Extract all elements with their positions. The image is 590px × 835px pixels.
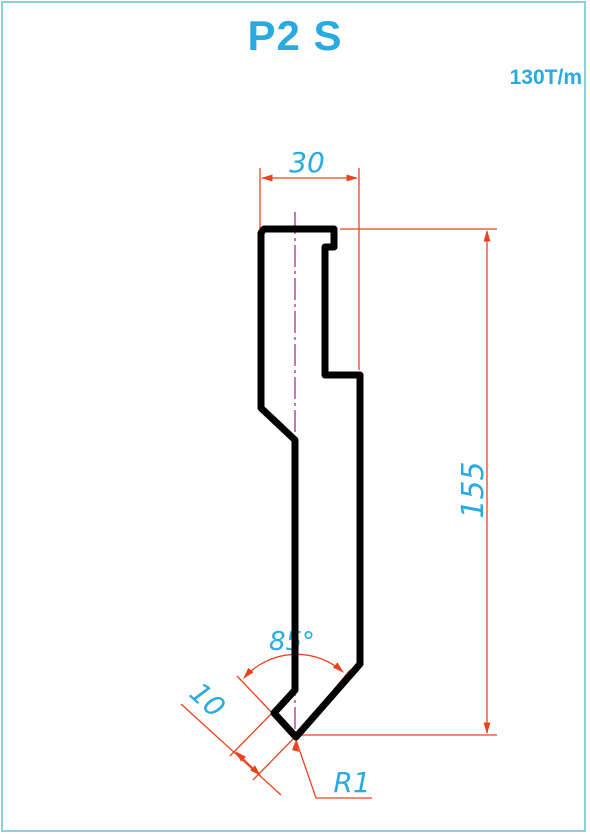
radius-leader-arrow (292, 740, 299, 752)
tip-length-label: 10 (183, 676, 232, 724)
tonnage-capacity: 130T/m (509, 66, 582, 89)
tool-profile-outline (257, 225, 364, 741)
height-dimension-label: 155 (456, 461, 491, 518)
tip-dimension-arrows (235, 751, 261, 776)
tool-title: P2 S (247, 12, 343, 59)
tip-dimension-line (180, 703, 282, 796)
radius-leader (295, 739, 372, 799)
width-dimension-label: 30 (289, 146, 325, 179)
tip-extension-1 (229, 712, 273, 757)
radius-label: R1 (333, 766, 370, 799)
